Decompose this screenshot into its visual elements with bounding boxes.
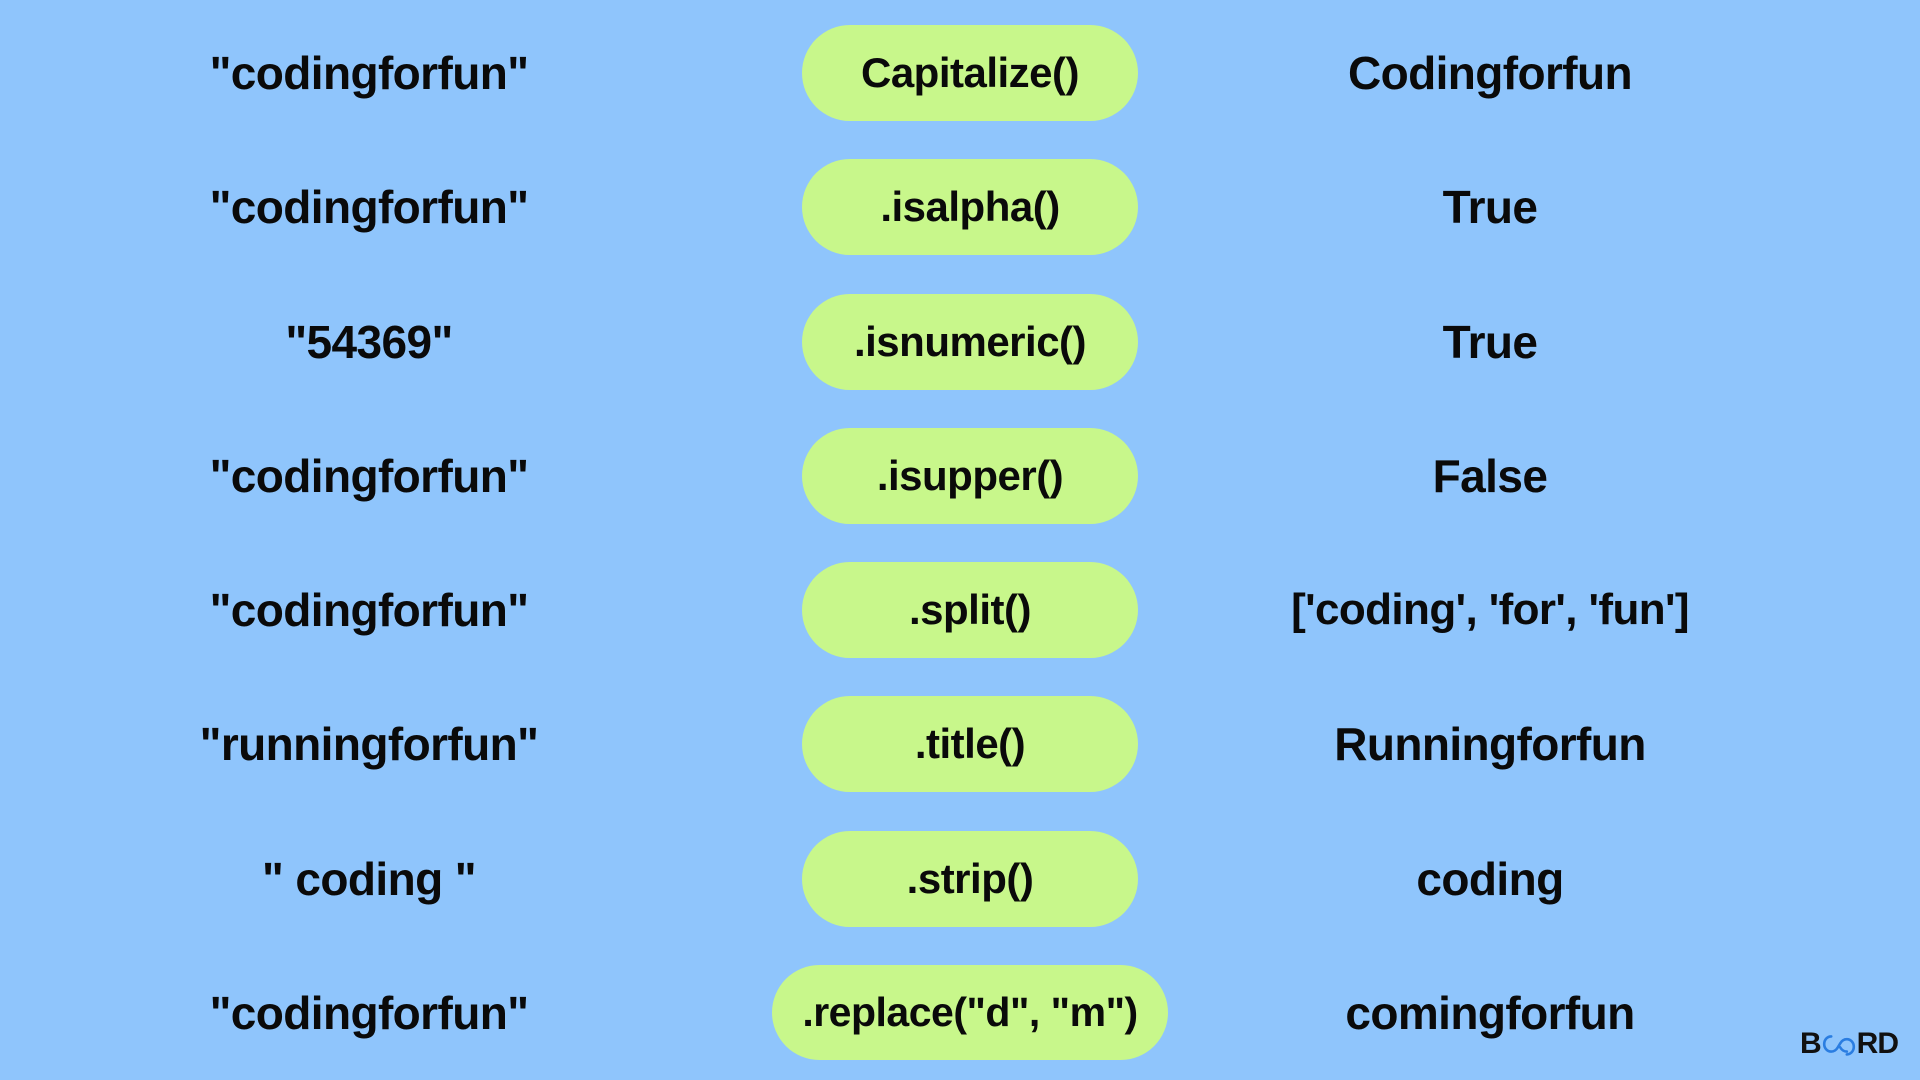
method-pill[interactable]: .isalpha() bbox=[802, 159, 1138, 256]
table-row: " coding " .strip() coding bbox=[0, 812, 1920, 946]
input-string: "54369" bbox=[285, 315, 453, 368]
table-row: "codingforfun" .split() ['coding', 'for'… bbox=[0, 543, 1920, 677]
input-string: " coding " bbox=[262, 852, 477, 905]
method-pill[interactable]: .strip() bbox=[802, 830, 1138, 927]
result-value: Runningforfun bbox=[1334, 718, 1646, 771]
input-string: "runningforfun" bbox=[199, 718, 539, 771]
input-string: "codingforfun" bbox=[209, 47, 529, 100]
table-row: "codingforfun" .isupper() False bbox=[0, 409, 1920, 543]
method-pill[interactable]: .split() bbox=[802, 562, 1138, 659]
method-pill[interactable]: .title() bbox=[802, 696, 1138, 793]
result-value: comingforfun bbox=[1345, 986, 1635, 1039]
method-pill[interactable]: .replace("d", "m") bbox=[772, 965, 1168, 1061]
method-pill[interactable]: .isupper() bbox=[802, 427, 1138, 524]
method-cell: .isalpha() bbox=[760, 159, 1180, 256]
result-value: True bbox=[1442, 315, 1538, 368]
method-pill[interactable]: .isnumeric() bbox=[802, 293, 1138, 390]
input-string: "codingforfun" bbox=[209, 449, 529, 502]
method-cell: .strip() bbox=[760, 830, 1180, 927]
method-cell: .replace("d", "m") bbox=[760, 965, 1180, 1061]
method-cell: .isnumeric() bbox=[760, 293, 1180, 390]
method-cell: Capitalize() bbox=[760, 25, 1180, 122]
infinity-icon bbox=[1822, 1032, 1856, 1056]
method-cell: .title() bbox=[760, 696, 1180, 793]
input-string: "codingforfun" bbox=[209, 584, 529, 637]
brand-suffix: RD bbox=[1856, 1027, 1899, 1060]
input-string: "codingforfun" bbox=[209, 986, 529, 1039]
result-value: ['coding', 'for', 'fun'] bbox=[1291, 585, 1689, 635]
method-cell: .split() bbox=[760, 562, 1180, 659]
result-value: coding bbox=[1416, 852, 1564, 905]
table-row: "runningforfun" .title() Runningforfun bbox=[0, 677, 1920, 811]
input-string: "codingforfun" bbox=[209, 181, 529, 234]
brand-prefix: B bbox=[1799, 1027, 1822, 1060]
table-row: "54369" .isnumeric() True bbox=[0, 275, 1920, 409]
result-value: Codingforfun bbox=[1347, 47, 1633, 100]
method-cell: .isupper() bbox=[760, 427, 1180, 524]
result-value: True bbox=[1442, 181, 1538, 234]
table-row: "codingforfun" .replace("d", "m") coming… bbox=[0, 946, 1920, 1080]
table-row: "codingforfun" Capitalize() Codingforfun bbox=[0, 6, 1920, 140]
brand-logo: B RD bbox=[1799, 1024, 1899, 1064]
table-row: "codingforfun" .isalpha() True bbox=[0, 140, 1920, 274]
result-value: False bbox=[1432, 449, 1548, 502]
method-pill[interactable]: Capitalize() bbox=[802, 25, 1138, 122]
